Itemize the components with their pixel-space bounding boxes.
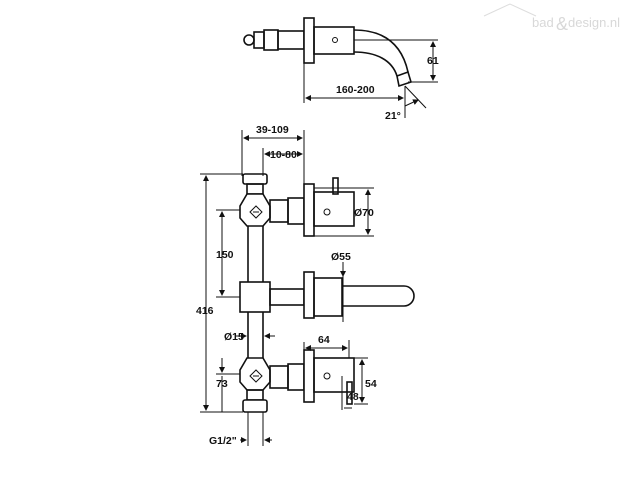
front-view: 39-109 10-80 Ø70 Ø55 150: [196, 124, 415, 447]
dim-73-label: 73: [216, 378, 228, 390]
watermark-logo: bad & design.nl: [483, 3, 620, 34]
dim-150-label: 150: [216, 249, 234, 261]
dim-angle: 21°: [385, 85, 427, 122]
side-spout: [313, 26, 412, 88]
dim-64: 64: [303, 334, 350, 358]
upper-valve: [239, 173, 305, 227]
upper-handle: [303, 177, 355, 237]
side-wall-plate: [303, 17, 315, 64]
dim-thread-label: G1/2": [209, 435, 237, 447]
dim-39-109-label: 39-109: [256, 124, 289, 136]
dim-39-109: 39-109: [241, 124, 305, 184]
dim-dia-15-label: Ø15: [224, 331, 244, 343]
dim-150: 150: [216, 209, 240, 298]
watermark-brand-right: design.nl: [568, 15, 620, 30]
spout-assembly: [239, 271, 415, 319]
dim-dia-70: Ø70: [314, 187, 374, 237]
dim-160-200-label: 160-200: [336, 84, 375, 96]
dim-dia-55: Ø55: [331, 251, 351, 322]
dim-dia-55-label: Ø55: [331, 251, 351, 263]
dim-dia-70-label: Ø70: [354, 207, 374, 219]
dim-160-200: 160-200: [303, 63, 406, 103]
side-view: 61 160-200 21°: [243, 17, 439, 122]
dim-54: 54: [354, 357, 377, 405]
dim-10-80-label: 10-80: [270, 149, 297, 161]
dim-73: 73: [216, 358, 240, 412]
watermark-ampersand: &: [556, 14, 568, 34]
dim-416-label: 416: [196, 305, 214, 317]
dim-dia-15: Ø15: [224, 331, 275, 343]
lower-valve: [239, 357, 305, 413]
watermark-brand-left: bad: [532, 15, 554, 30]
dim-48-label: 48: [347, 391, 359, 403]
dim-54-label: 54: [365, 378, 377, 390]
dim-angle-label: 21°: [385, 110, 401, 122]
side-valve-body: [243, 29, 305, 51]
dim-48: 48: [341, 376, 359, 410]
dim-61: 61: [354, 39, 439, 83]
dim-64-label: 64: [318, 334, 330, 346]
dim-thread: G1/2": [209, 412, 272, 447]
dim-61-label: 61: [427, 55, 439, 67]
dim-10-80: 10-80: [262, 148, 303, 176]
